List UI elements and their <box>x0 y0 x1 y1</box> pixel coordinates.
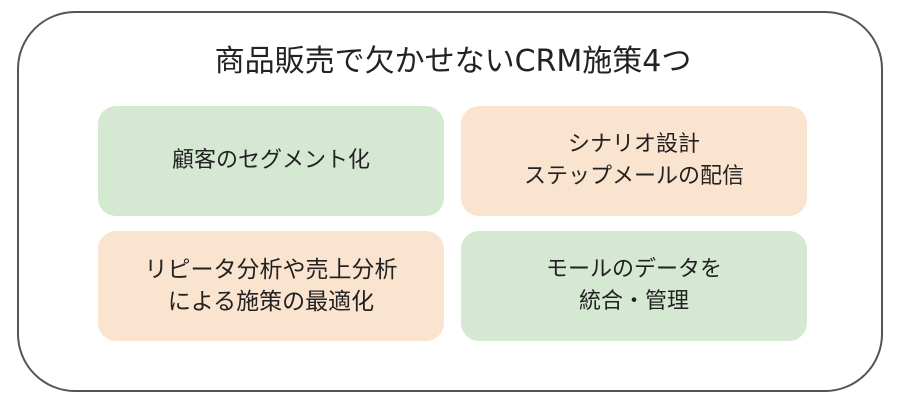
box-scenario-step-mail: シナリオ設計 ステップメールの配信 <box>461 106 807 216</box>
box-label: モールのデータを 統合・管理 <box>545 257 722 314</box>
box-mall-data-integration: モールのデータを 統合・管理 <box>461 231 807 341</box>
box-label: 顧客のセグメント化 <box>171 148 370 173</box>
box-label: シナリオ設計 ステップメールの配信 <box>523 132 744 189</box>
box-customer-segmentation: 顧客のセグメント化 <box>98 106 444 216</box>
box-repeater-sales-analysis: リピータ分析や売上分析 による施策の最適化 <box>98 231 444 341</box>
box-label: リピータ分析や売上分析 による施策の最適化 <box>144 257 398 315</box>
diagram-title: 商品販売で欠かせないCRM施策4つ <box>214 44 692 79</box>
